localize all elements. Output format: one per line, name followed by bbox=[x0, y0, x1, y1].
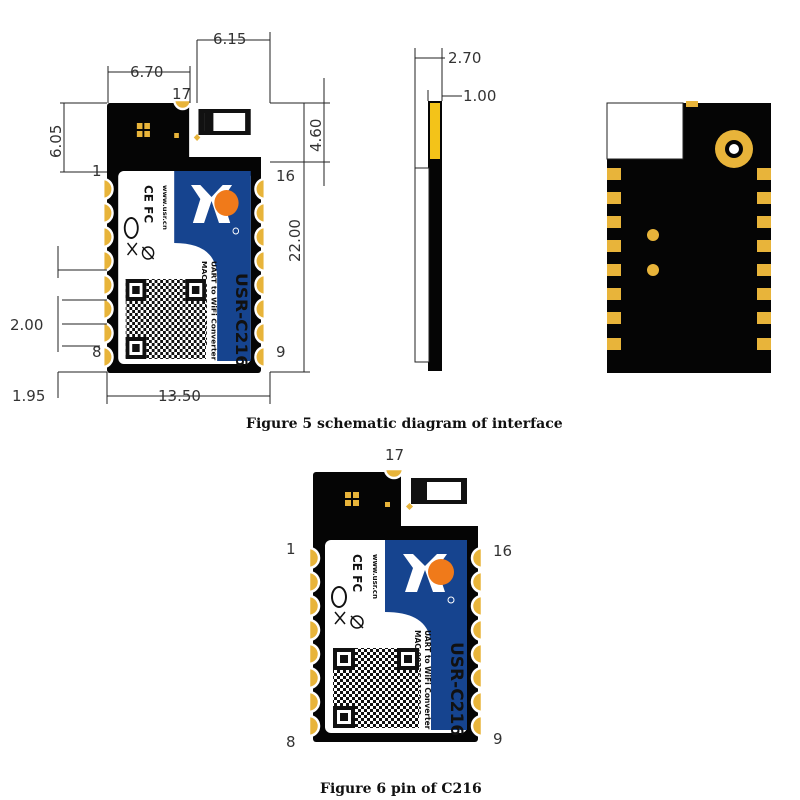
fig6-pin-1: 1 bbox=[286, 540, 296, 558]
fig5-pin-16: 16 bbox=[276, 167, 295, 185]
figure6-pin-labels: 1 8 9 16 17 bbox=[286, 446, 512, 751]
dim-2-00: 2.00 bbox=[10, 316, 43, 334]
figure5-dimensions: 6.15 6.70 6.05 4.60 22.00 2.00 1.95 bbox=[10, 30, 330, 405]
dim-1-95: 1.95 bbox=[12, 387, 45, 405]
fig6-pin-9: 9 bbox=[493, 730, 503, 748]
dim-6-15: 6.15 bbox=[213, 30, 246, 48]
fig6-pin-17: 17 bbox=[385, 446, 404, 464]
fig5-pin-9: 9 bbox=[276, 343, 286, 361]
dim-22-00: 22.00 bbox=[286, 219, 304, 262]
dim-4-60: 4.60 bbox=[307, 119, 325, 152]
fig6-pin-16: 16 bbox=[493, 542, 512, 560]
figure6-front-view bbox=[307, 467, 484, 744]
figure5-caption: Figure 5 schematic diagram of interface bbox=[246, 416, 563, 432]
figure5-front-view bbox=[102, 98, 266, 375]
figure5-back-view bbox=[606, 101, 771, 373]
dim-6-05: 6.05 bbox=[47, 125, 65, 158]
figure5-side-view: 2.70 1.00 bbox=[414, 48, 496, 371]
dim-13-50: 13.50 bbox=[158, 387, 201, 405]
figure5-pin-labels: 1 8 9 16 17 bbox=[92, 85, 295, 361]
dim-6-70: 6.70 bbox=[130, 63, 163, 81]
fig5-pin-8: 8 bbox=[92, 343, 102, 361]
fig5-pin-17: 17 bbox=[172, 85, 191, 103]
fig6-pin-8: 8 bbox=[286, 733, 296, 751]
dim-1-00: 1.00 bbox=[463, 87, 496, 105]
fig5-pin-1: 1 bbox=[92, 162, 102, 180]
figure6-caption: Figure 6 pin of C216 bbox=[320, 781, 482, 797]
dim-2-70: 2.70 bbox=[448, 49, 481, 67]
